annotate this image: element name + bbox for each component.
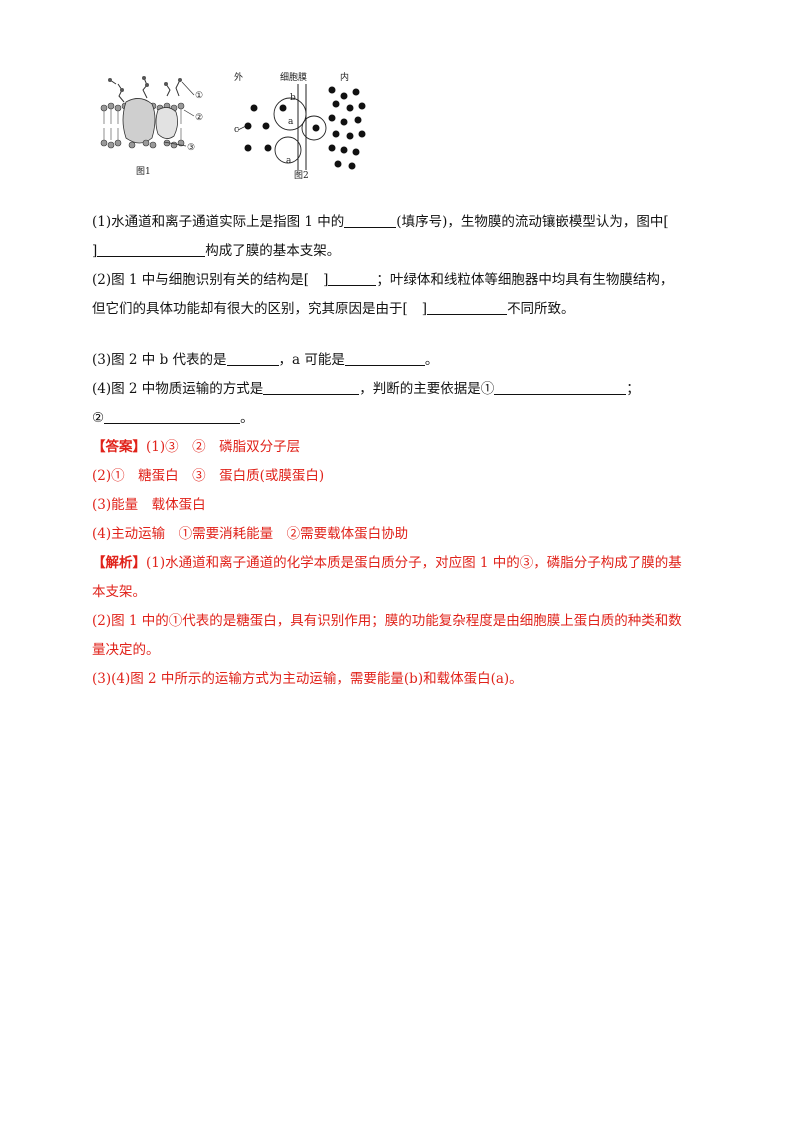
- label-c: c: [234, 125, 239, 135]
- label-a-bottom: a: [286, 156, 292, 166]
- protein-small: [155, 107, 178, 139]
- label-1: ①: [195, 91, 203, 101]
- figure2-caption: 图2: [294, 170, 309, 181]
- phospholipid-heads-bottom: [100, 139, 185, 149]
- analysis-tag: 【解析】: [92, 555, 146, 571]
- molecule-in-carrier-middle: [312, 124, 320, 132]
- molecule-in-carrier: [279, 104, 287, 112]
- carrier-circle-bottom: [274, 136, 302, 164]
- label-a-top: a: [288, 117, 294, 127]
- answer-tag: 【答案】: [92, 439, 146, 455]
- analysis-line1b: 本支架。: [92, 584, 146, 600]
- phospholipid-tails: [103, 109, 182, 140]
- q1-blank-2[interactable]: [97, 240, 206, 257]
- carrier-circle-middle: [301, 115, 327, 141]
- q4-line1: (4)图 2 中物质运输的方式是，判断的主要依据是①；: [92, 375, 712, 404]
- answer-line4: (4)主动运输 ①需要消耗能量 ②需要载体蛋白协助: [92, 526, 409, 542]
- q4-blank-1[interactable]: [263, 378, 360, 395]
- analysis-line1: 【解析】(1)水通道和离子通道的化学本质是蛋白质分子，对应图 1 中的③，磷脂分…: [92, 555, 682, 571]
- q3-blank-1[interactable]: [226, 349, 279, 366]
- q2-line2: 但它们的具体功能却有很大的区别，究其原因是由于[]不同所致。: [92, 295, 712, 324]
- q3-blank-2[interactable]: [344, 349, 425, 366]
- q1-blank-1[interactable]: [344, 211, 397, 228]
- q4-blank-3[interactable]: [104, 407, 241, 424]
- sugar-beads: [108, 76, 182, 92]
- question-block: (1)水通道和离子通道实际上是指图 1 中的(填序号)，生物膜的流动镶嵌模型认为…: [92, 208, 712, 694]
- answer-line2: (2)① 糖蛋白 ③ 蛋白质(或膜蛋白): [92, 468, 325, 484]
- inside-label: 内: [340, 71, 349, 83]
- analysis-line2b: 量决定的。: [92, 642, 160, 658]
- q2-blank-2[interactable]: [427, 298, 508, 315]
- figure1-caption: 图1: [136, 166, 151, 177]
- transport-diagram-figure: 外 细胞膜 内 b a a c: [234, 71, 366, 181]
- analysis-line2: (2)图 1 中的①代表的是糖蛋白，具有识别作用；膜的功能复杂程度是由细胞膜上蛋…: [92, 613, 682, 629]
- label-b: b: [290, 93, 296, 103]
- protein-large: [122, 98, 156, 144]
- outside-molecules: [244, 104, 272, 152]
- q4-line2: ②。: [92, 404, 712, 433]
- label-pointers: [163, 81, 195, 147]
- q1-line1: (1)水通道和离子通道实际上是指图 1 中的(填序号)，生物膜的流动镶嵌模型认为…: [92, 208, 712, 237]
- answer-line1: 【答案】(1)③ ② 磷脂双分子层: [92, 439, 301, 455]
- q1-line2: ]构成了膜的基本支架。: [92, 237, 712, 266]
- label-2: ②: [195, 113, 203, 123]
- figure-area: ① ② ③ 图1 外 细胞膜 内 b a a c: [96, 70, 396, 182]
- carrier-circle-top: [273, 97, 307, 131]
- outside-label: 外: [234, 71, 243, 83]
- q2-line1: (2)图 1 中与细胞识别有关的结构是[]；叶绿体和线粒体等细胞器中均具有生物膜…: [92, 266, 712, 295]
- membrane-structure-figure: ① ② ③ 图1: [100, 76, 203, 177]
- membrane-label: 细胞膜: [280, 71, 307, 83]
- q2-blank-1[interactable]: [328, 269, 377, 286]
- answer-line3: (3)能量 载体蛋白: [92, 497, 206, 513]
- label-3: ③: [187, 143, 195, 153]
- q3-line: (3)图 2 中 b 代表的是，a 可能是。: [92, 346, 712, 375]
- inside-molecules: [328, 86, 366, 170]
- analysis-line3: (3)(4)图 2 中所示的运输方式为主动运输，需要能量(b)和载体蛋白(a)。: [92, 671, 523, 687]
- q4-blank-2[interactable]: [494, 378, 627, 395]
